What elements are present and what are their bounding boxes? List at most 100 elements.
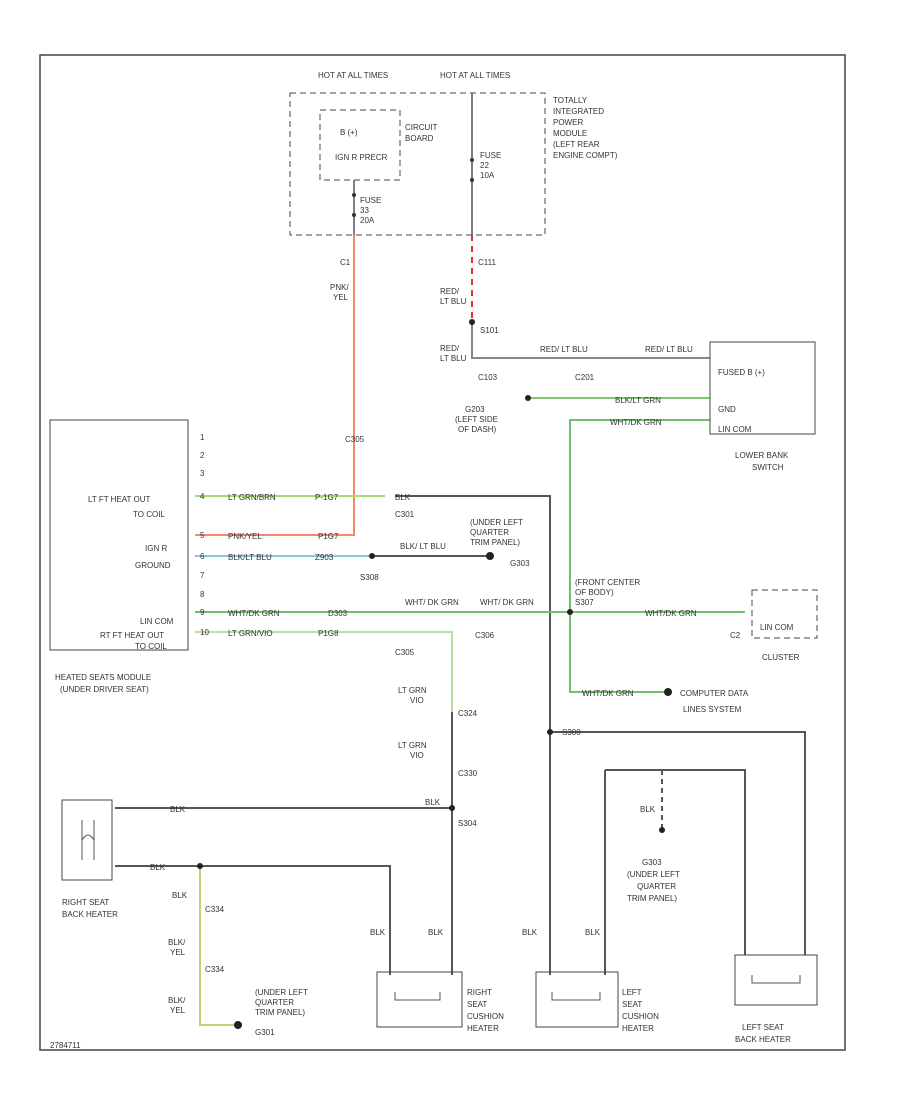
label-red-lt-blu-3: RED/ LT BLU <box>540 345 588 354</box>
label-lt-grn-vio-2b: VIO <box>410 751 424 760</box>
label-wht-dk-grn-4: WHT/DK GRN <box>645 609 697 618</box>
right-back-caption-1: RIGHT SEAT <box>62 898 109 907</box>
label-blk-lt-blu: BLK/ LT BLU <box>400 542 446 551</box>
label-s308: S308 <box>360 573 379 582</box>
label-blk-yel-2b: YEL <box>170 1006 186 1015</box>
module-label-1: LT FT HEAT OUT <box>88 495 150 504</box>
module-wire-5: LT GRN/VIO <box>228 629 273 638</box>
label-g303-4: G303 <box>510 559 530 568</box>
label-blk-4: BLK <box>150 863 166 872</box>
ignr-label: IGN R PRECR <box>335 153 388 162</box>
pin-8: 8 <box>200 590 205 599</box>
left-cushion-2: SEAT <box>622 1000 642 1009</box>
module-wire-2b: P1G7 <box>318 532 339 541</box>
wire-red-lt-blu-lower <box>471 322 710 359</box>
label-c201: C201 <box>575 373 595 382</box>
wire-lt-grn-vio <box>195 631 453 712</box>
label-c1: C1 <box>340 258 351 267</box>
label-blk-3: BLK <box>425 798 441 807</box>
label-g301-4: G301 <box>255 1028 275 1037</box>
label-g203-3: OF DASH) <box>458 425 497 434</box>
wire-wht-dk-grn-switch <box>569 419 710 693</box>
fuse-left-3: 20A <box>360 216 375 225</box>
label-red-lt-blu-2b: LT BLU <box>440 354 467 363</box>
label-blk-yel-1b: YEL <box>170 948 186 957</box>
label-g301-3: TRIM PANEL) <box>255 1008 305 1017</box>
label-g203-1: G203 <box>465 405 485 414</box>
label-wht-dk-grn-3: WHT/ DK GRN <box>480 598 534 607</box>
module-label-3: IGN R <box>145 544 167 553</box>
label-lt-grn-vio-2a: LT GRN <box>398 741 427 750</box>
wire-blk-yel <box>199 866 235 1026</box>
right-cushion-1: RIGHT <box>467 988 492 997</box>
label-c305b: C305 <box>395 648 415 657</box>
label-g301-1: (UNDER LEFT <box>255 988 308 997</box>
label-g203-2: (LEFT SIDE <box>455 415 498 424</box>
label-blk-8: BLK <box>428 928 444 937</box>
module-line-4: MODULE <box>553 129 587 138</box>
pin-1: 1 <box>200 433 205 442</box>
cluster: LIN COM CLUSTER <box>751 589 818 662</box>
label-blk-6: BLK <box>640 805 656 814</box>
right-back-caption-2: BACK HEATER <box>62 910 118 919</box>
pin-2: 2 <box>200 451 205 460</box>
module-wire-3: BLK/LT BLU <box>228 553 272 562</box>
pin-10: 10 <box>200 628 209 637</box>
footer-code: 2784711 <box>50 1041 81 1050</box>
module-line-1: TOTALLY <box>553 96 588 105</box>
right-cushion-4: HEATER <box>467 1024 499 1033</box>
label-blk-9: BLK <box>522 928 538 937</box>
pin-4: 4 <box>200 492 205 501</box>
hot-label-2: HOT AT ALL TIMES <box>440 71 510 80</box>
label-c334b: C334 <box>205 965 225 974</box>
label-s101: S101 <box>480 326 499 335</box>
label-pnk-yel-2: YEL <box>333 293 349 302</box>
label-blk: BLK <box>395 493 411 502</box>
right-seat-cushion-heater: RIGHT SEAT CUSHION HEATER <box>376 971 504 1033</box>
label-wht-dk-grn-1: WHT/DK GRN <box>610 418 662 427</box>
module-line-6: ENGINE COMPT) <box>553 151 618 160</box>
label-computer-data-2: LINES SYSTEM <box>683 705 742 714</box>
heated-seats-module: 1 2 3 4 5 6 7 8 9 10 LT FT HEAT OUT TO C… <box>49 419 348 694</box>
module-wire-1: LT GRN/BRN <box>228 493 276 502</box>
switch-line-2: GND <box>718 405 736 414</box>
label-g303b-3: QUARTER <box>637 882 676 891</box>
module-label-5: LIN COM <box>140 617 174 626</box>
module-line-3: POWER <box>553 118 583 127</box>
label-c301: C301 <box>395 510 415 519</box>
right-cushion-2: SEAT <box>467 1000 487 1009</box>
diagram-border <box>39 54 846 1051</box>
module-label-4: GROUND <box>135 561 171 570</box>
label-g303-3: TRIM PANEL) <box>470 538 520 547</box>
power-module: HOT AT ALL TIMES HOT AT ALL TIMES TOTALL… <box>289 71 618 236</box>
label-wht-dk-grn-5: WHT/DK GRN <box>582 689 634 698</box>
label-red-lt-blu-1b: LT BLU <box>440 297 467 306</box>
module-wire-4: WHT/DK GRN <box>228 609 280 618</box>
label-g303b-2: (UNDER LEFT <box>627 870 680 879</box>
cluster-line: LIN COM <box>760 623 794 632</box>
left-back-caption-2: BACK HEATER <box>735 1035 791 1044</box>
label-c111: C111 <box>478 258 496 267</box>
wire-labels: C1 C111 PNK/ YEL RED/ LT BLU S101 RED/ L… <box>150 258 749 1037</box>
switch-caption-1: LOWER BANK <box>735 451 789 460</box>
module-label-2: TO COIL <box>133 510 165 519</box>
wire-blk-g303 <box>605 769 746 955</box>
label-g303-2: QUARTER <box>470 528 509 537</box>
label-g303b-4: TRIM PANEL) <box>627 894 677 903</box>
label-wht-dk-grn-2: WHT/ DK GRN <box>405 598 459 607</box>
module-wire-2: PNK/YEL <box>228 532 262 541</box>
label-lt-grn-vio-1b: VIO <box>410 696 424 705</box>
wire-blk-right-back-2 <box>115 865 391 975</box>
label-s308b: S308 <box>562 728 581 737</box>
fuse-left-2: 33 <box>360 206 369 215</box>
label-red-lt-blu-2a: RED/ <box>440 344 460 353</box>
module-line-2: INTEGRATED <box>553 107 604 116</box>
module-wire-5b: P1G8 <box>318 629 339 638</box>
label-c2: C2 <box>730 631 741 640</box>
circuit-board-2: BOARD <box>405 134 434 143</box>
right-cushion-3: CUSHION <box>467 1012 504 1021</box>
module-caption-2: (UNDER DRIVER SEAT) <box>60 685 149 694</box>
label-blk-lt-grn: BLK/LT GRN <box>615 396 661 405</box>
wire-pink-yel <box>195 235 355 536</box>
label-blk-5: BLK <box>172 891 188 900</box>
